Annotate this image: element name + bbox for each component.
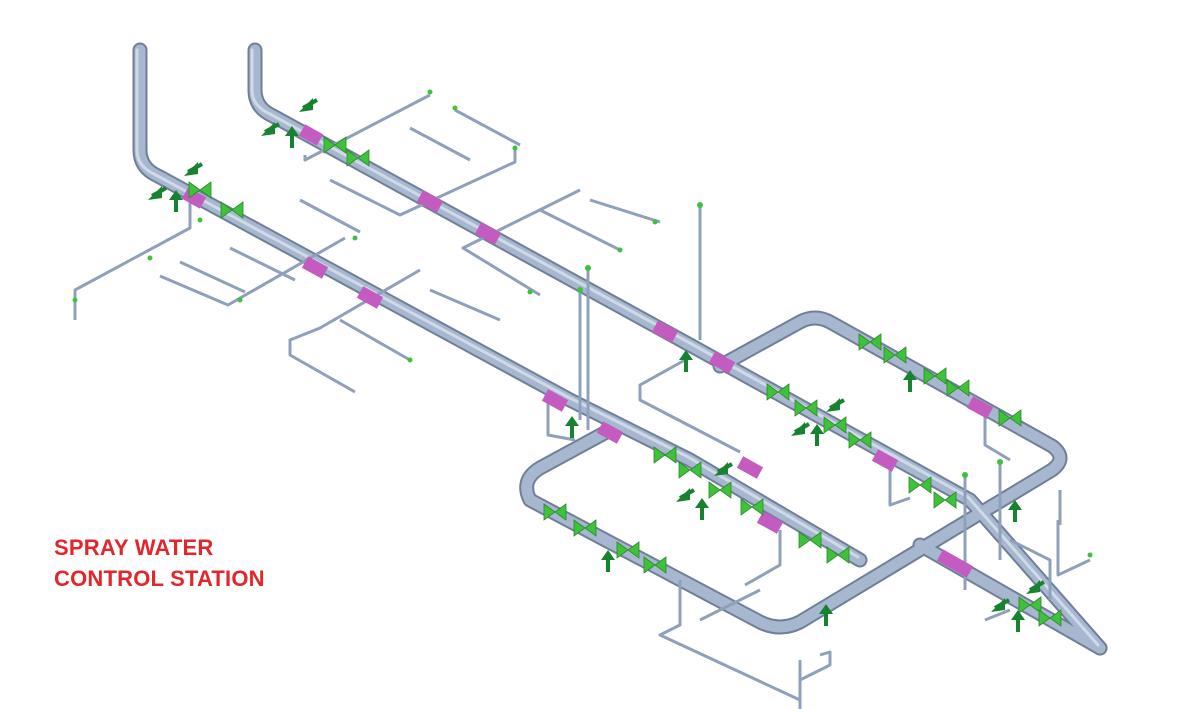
main-pipes	[132, 42, 1108, 656]
caption-line-2: CONTROL STATION	[54, 566, 265, 591]
caption-line-1: SPRAY WATER	[54, 535, 214, 560]
flanges	[181, 124, 994, 578]
header-pipe-upper	[247, 42, 1108, 656]
instrument-fittings	[72, 89, 1093, 558]
header-pipe-left	[132, 42, 868, 568]
diagram-caption: SPRAY WATER CONTROL STATION	[54, 532, 265, 594]
